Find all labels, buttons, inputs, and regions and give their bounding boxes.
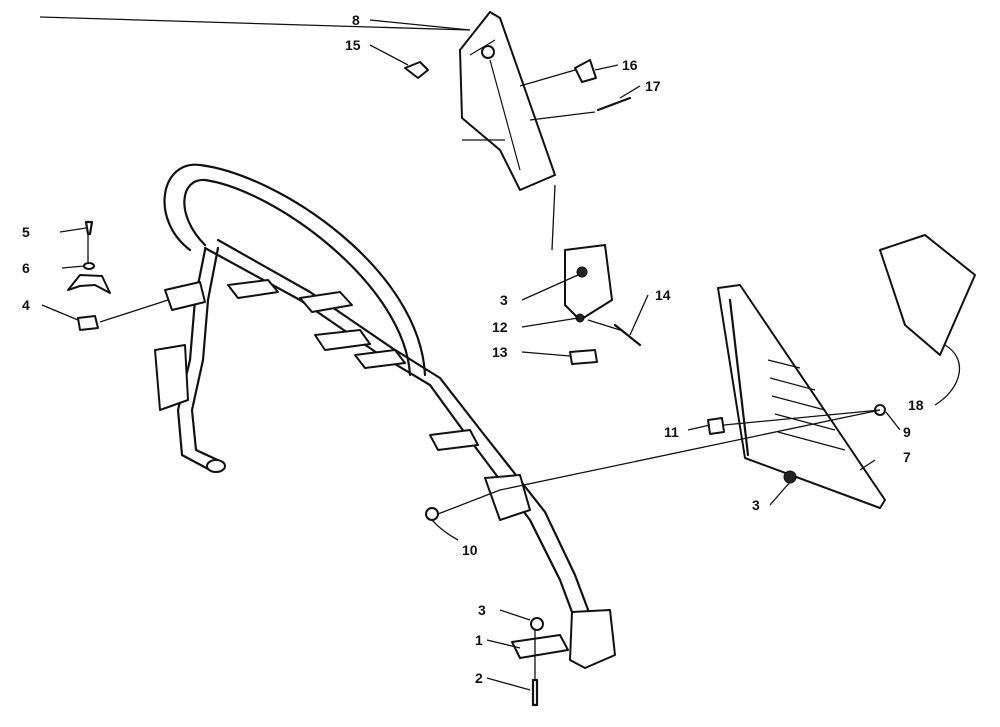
callout-17: 17 [645, 78, 661, 94]
callout-3-bracket: 3 [500, 292, 508, 308]
bumper-frame [154, 163, 616, 669]
hardware [67, 59, 886, 707]
callout-9: 9 [903, 424, 911, 440]
callout-6: 6 [22, 260, 30, 276]
callout-11: 11 [664, 424, 679, 440]
leader-lines [39, 16, 961, 691]
callout-3-foot: 3 [478, 602, 486, 618]
callout-5: 5 [22, 224, 30, 240]
callout-12: 12 [492, 319, 508, 335]
callout-13: 13 [492, 344, 508, 360]
callout-10: 10 [462, 542, 478, 558]
foam-pad [879, 234, 976, 356]
callout-18: 18 [908, 397, 924, 413]
callout-labels: 8 15 16 17 5 6 4 3 12 13 14 11 9 7 18 3 … [22, 12, 924, 686]
louvered-side-panel [717, 284, 886, 509]
callout-15: 15 [345, 37, 361, 53]
callout-1: 1 [475, 632, 483, 648]
callout-3-panel: 3 [752, 497, 760, 513]
callout-14: 14 [655, 287, 671, 303]
callout-2: 2 [475, 670, 483, 686]
callout-16: 16 [622, 57, 638, 73]
callout-7: 7 [903, 449, 911, 465]
callout-4: 4 [22, 297, 30, 313]
upper-side-panel [459, 11, 556, 191]
callout-8: 8 [352, 12, 360, 28]
hinge-bracket [564, 244, 613, 323]
